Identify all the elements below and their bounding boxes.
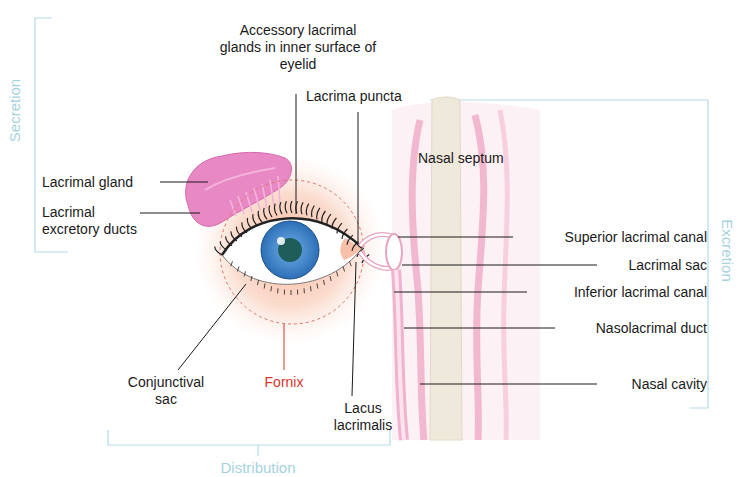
lacrimal-gland: [186, 152, 292, 226]
part-label: Conjunctival sac: [118, 374, 214, 408]
part-label: Inferior lacrimal canal: [510, 284, 707, 301]
section-label: Excretion: [719, 200, 736, 300]
leader-line: [284, 324, 285, 370]
part-label: Lacrimal sac: [580, 257, 707, 274]
eye: [215, 201, 369, 295]
part-label: Nasal septum: [418, 150, 538, 167]
nasal-section: [392, 97, 540, 440]
part-label: Nasolacrimal duct: [540, 320, 707, 337]
part-label: Superior lacrimal canal: [500, 229, 707, 246]
bracket: [35, 18, 708, 456]
section-label: Distribution: [198, 459, 318, 476]
part-label: Lacus lacrimalis: [318, 400, 408, 434]
part-label: Lacrimal excretory ducts: [42, 204, 138, 238]
part-label: Fornix: [254, 374, 314, 391]
part-label: Lacrima puncta: [306, 88, 416, 105]
leader-line: [140, 94, 597, 396]
part-label: Accessory lacrimal glands in inner surfa…: [218, 22, 378, 73]
part-label: Lacrimal gland: [42, 174, 160, 191]
part-label: Nasal cavity: [580, 376, 707, 393]
section-label: Secretion: [6, 60, 23, 160]
